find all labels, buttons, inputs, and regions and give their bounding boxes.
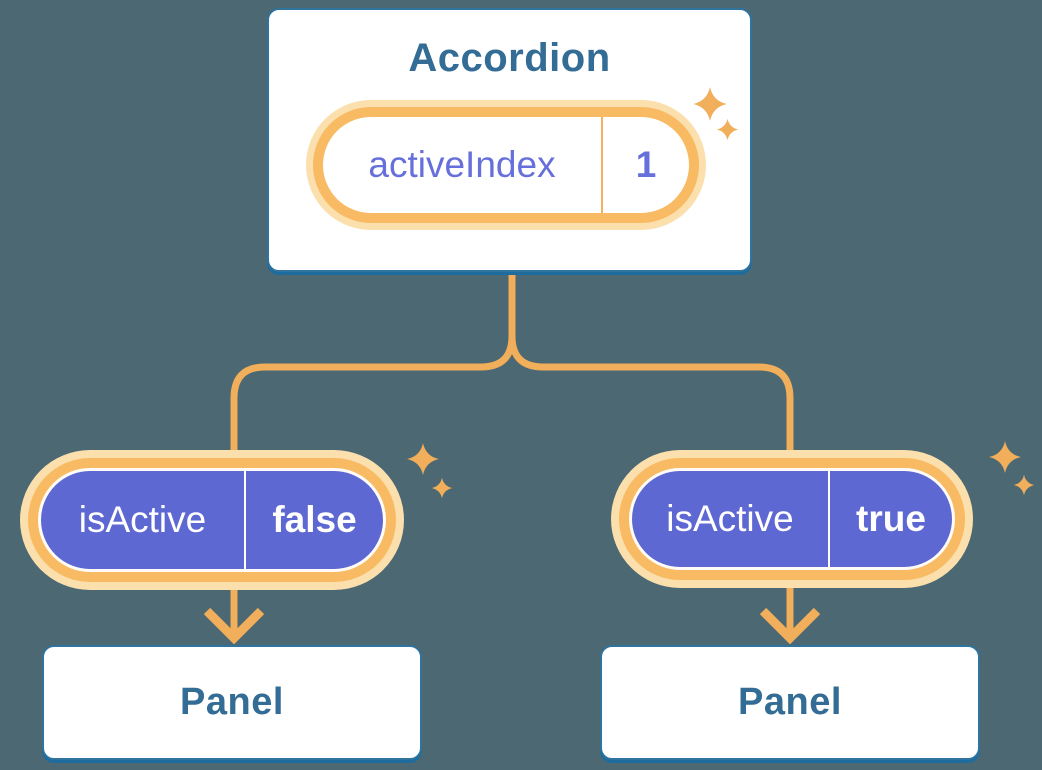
- panel-card-title: Panel: [180, 681, 284, 723]
- state-value: false: [272, 499, 357, 540]
- panel-card-left: Panel: [42, 645, 422, 760]
- state-pill-isactive-right: isActive true: [629, 468, 955, 570]
- state-pill-isactive-left: isActive false: [38, 468, 386, 572]
- arrow-down-icon: [759, 607, 821, 645]
- state-value: true: [856, 498, 926, 539]
- sparkle-icon: [988, 440, 1022, 474]
- sparkle-icon: [716, 118, 739, 141]
- pill-divider: [244, 471, 246, 569]
- sparkle-icon: [692, 86, 728, 122]
- sparkle-icon: [431, 477, 453, 499]
- state-name-label: activeIndex: [368, 144, 556, 185]
- panel-card-title: Panel: [738, 681, 842, 723]
- state-name-label: isActive: [666, 498, 794, 539]
- arrow-down-icon: [203, 607, 265, 645]
- state-pill-activeindex: activeIndex 1: [313, 107, 699, 223]
- panel-card-right: Panel: [600, 645, 980, 760]
- connector-branch-left: [230, 273, 516, 634]
- sparkle-icon: [406, 442, 440, 476]
- sparkle-icon: [1013, 474, 1035, 496]
- state-name-label: isActive: [78, 499, 207, 540]
- accordion-card-title: Accordion: [408, 36, 611, 80]
- connector-branch-right: [508, 273, 794, 634]
- pill-divider: [828, 471, 830, 567]
- pill-divider: [601, 117, 603, 213]
- state-value: 1: [635, 144, 657, 185]
